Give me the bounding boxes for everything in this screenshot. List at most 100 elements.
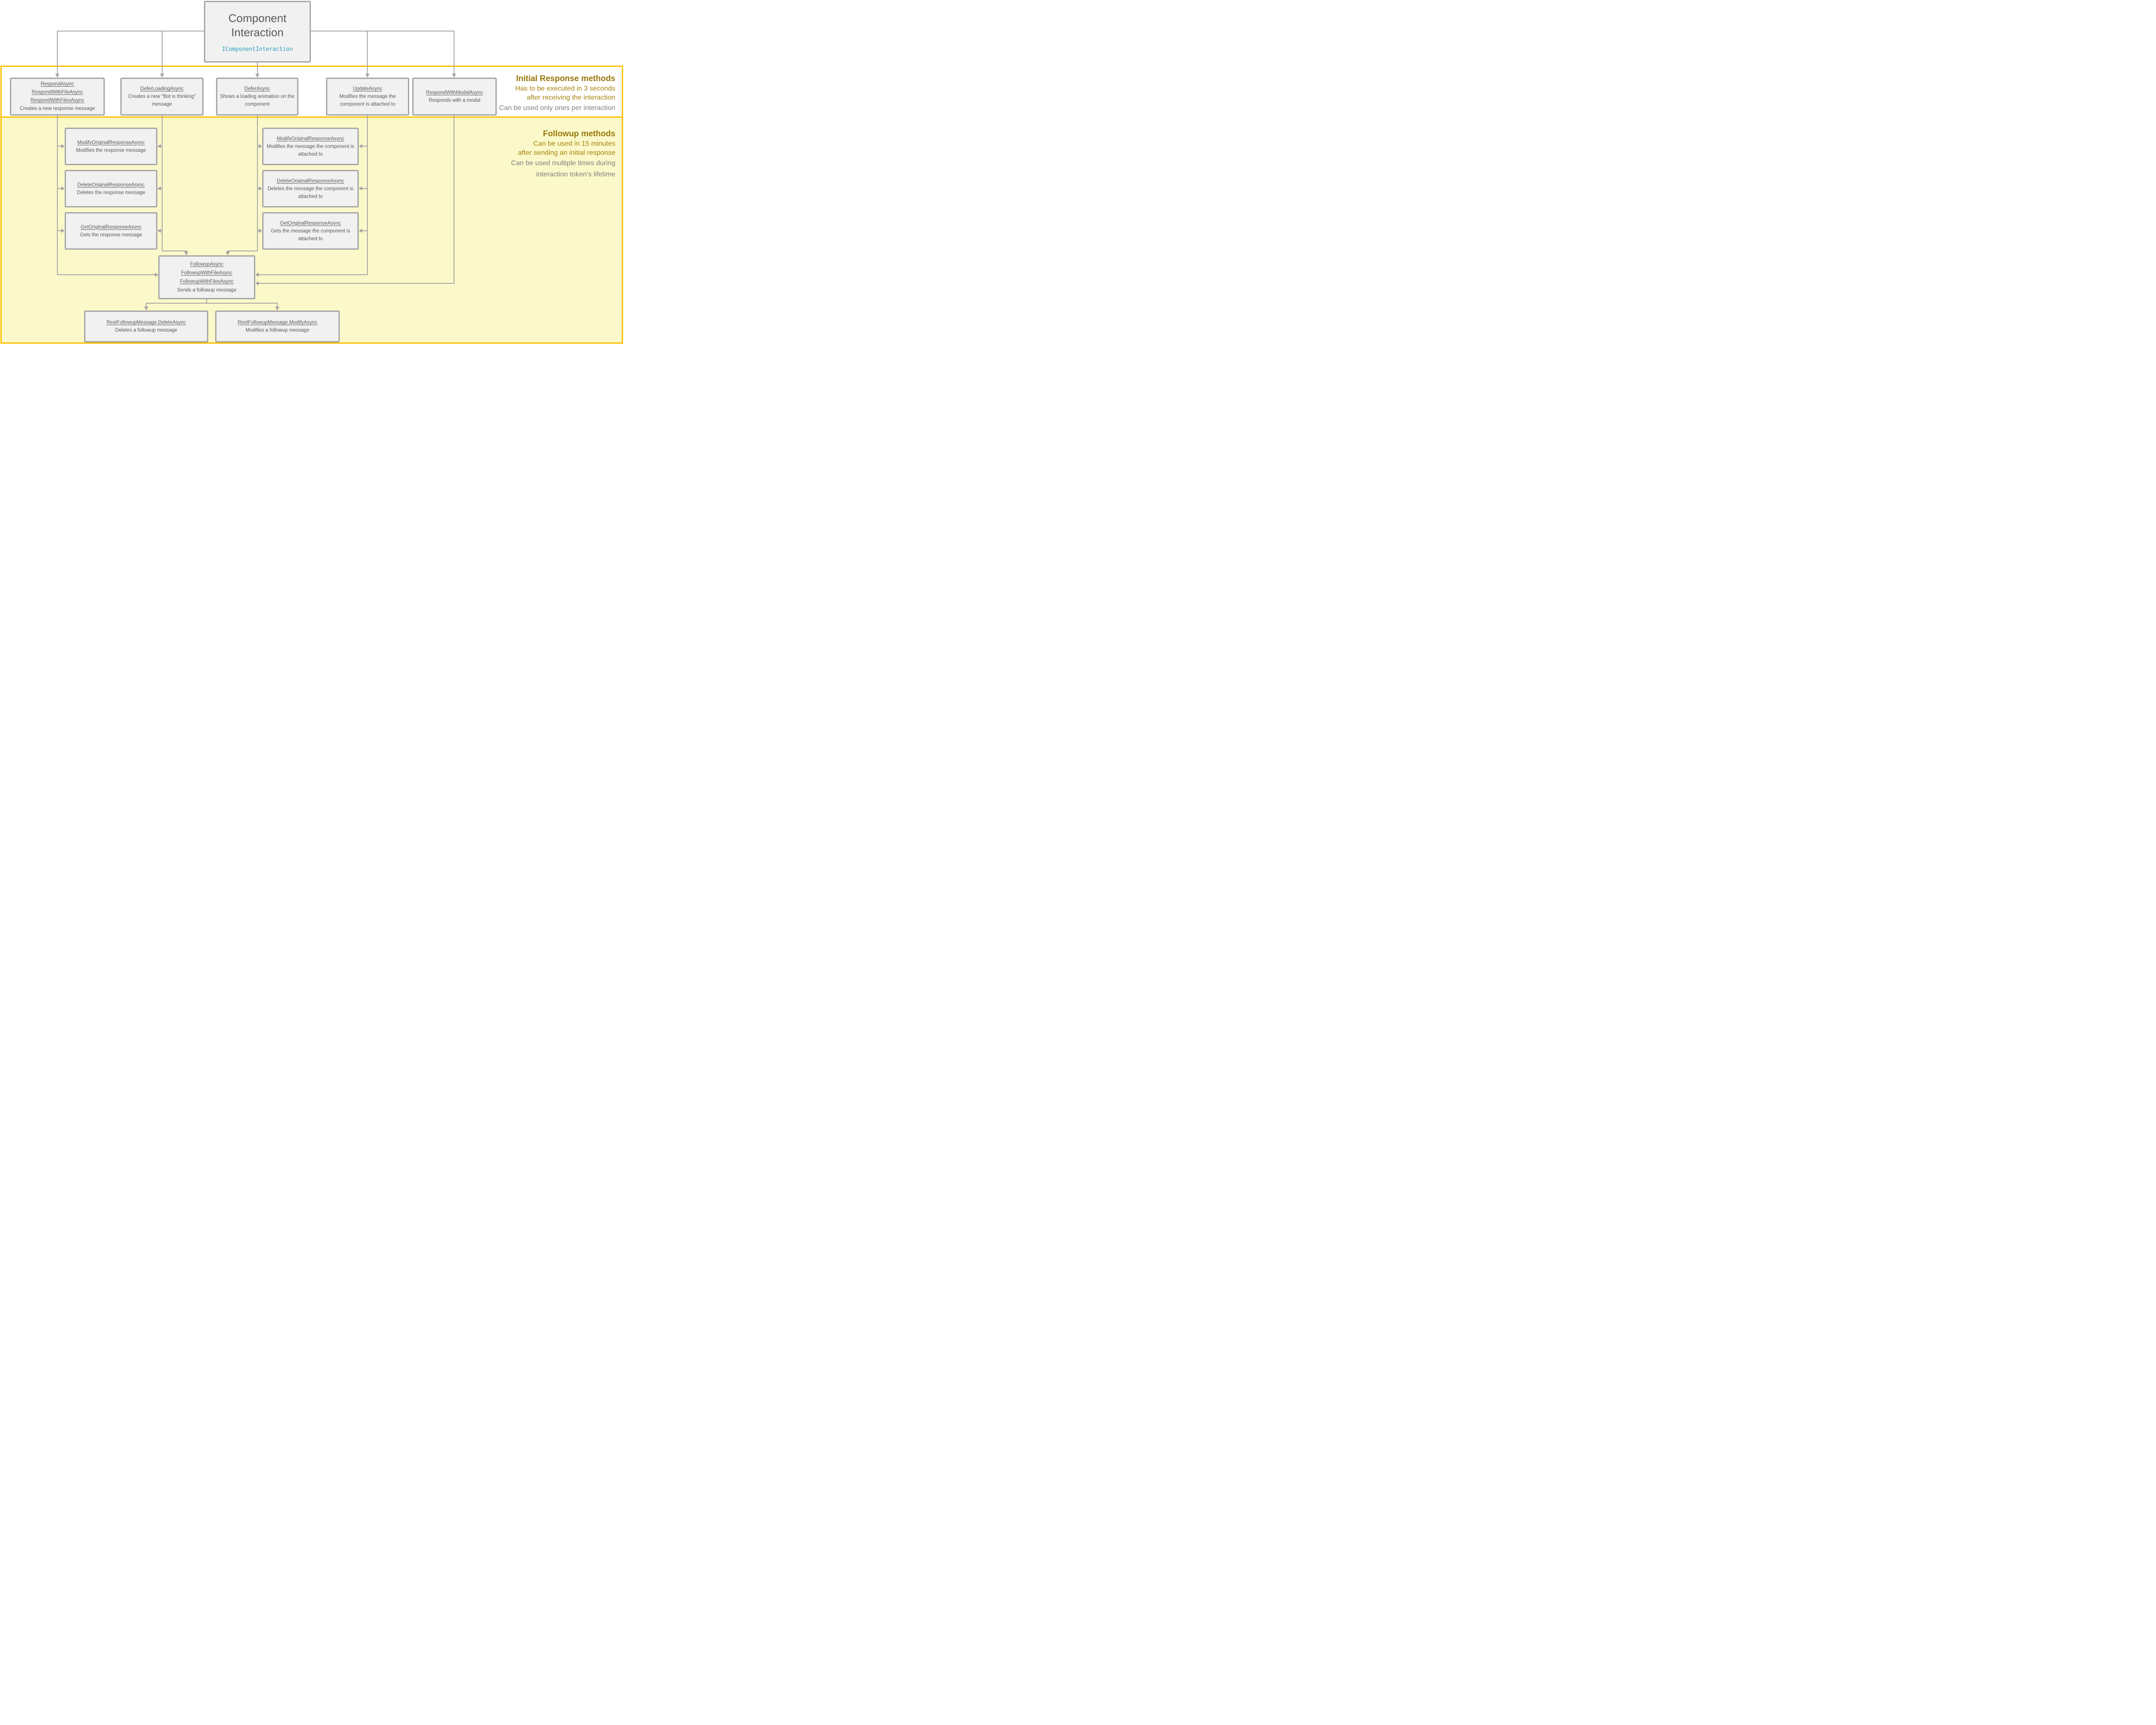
- arrowhead-into-modify-left: [61, 144, 65, 148]
- node-modify-original-response-mid: ModifyOriginalResponseAsync Modifies the…: [262, 128, 359, 165]
- initial-response-note-gray: Can be used only ones per interaction: [499, 104, 615, 112]
- connector-defer-branch2: [257, 188, 259, 189]
- connector-deferloading-branch1: [161, 146, 163, 147]
- arrowhead-into-delete-mid: [259, 186, 262, 191]
- method-label: RespondWithFileAsync: [31, 90, 83, 95]
- connector-drop-deferloading: [162, 31, 163, 74]
- node-defer-loading-async: DeferLoadingAsync Creates a new “Bot is …: [120, 78, 204, 116]
- arrowhead-into-modify-left-right: [157, 144, 161, 148]
- node-rest-followup-modify: RestFollowupMessage.ModifyAsync Modifies…: [215, 310, 340, 342]
- node-update-async: UpdateAsync Modifies the message the com…: [326, 78, 409, 116]
- followup-note-line1: Can be used in 15 minutes: [533, 140, 615, 147]
- connector-defer-line: [257, 116, 258, 251]
- node-description: Responds with a modal: [429, 98, 480, 103]
- node-delete-original-response-mid: DeleteOriginalResponseAsync Deletes the …: [262, 170, 359, 207]
- connector-respond-branch3: [57, 230, 62, 231]
- method-label: FollowupAsync: [190, 262, 224, 267]
- connector-split-right-drop: [277, 303, 278, 307]
- arrowhead-into-delete-left-right: [157, 186, 161, 191]
- arrowhead-into-get-mid-right: [359, 229, 362, 233]
- arrowhead-into-followup-top-right: [226, 251, 230, 255]
- connector-update-line: [367, 116, 368, 275]
- arrowhead-into-delete-left: [61, 186, 65, 191]
- method-label: RespondWithModalAsync: [426, 90, 483, 95]
- method-label: GetOriginalResponseAsync: [80, 224, 142, 230]
- connector-drop-update: [367, 31, 368, 74]
- arrowhead-into-followup-left: [155, 273, 158, 277]
- method-label: ModifyOriginalResponseAsync: [276, 136, 345, 141]
- arrowhead-into-get-mid: [259, 229, 262, 233]
- followup-note-gray-line1: Can be used multiple times during: [511, 160, 615, 167]
- arrowhead-into-followup-top-left: [184, 251, 188, 255]
- connector-defer-branch1: [257, 146, 259, 147]
- connector-deferloading-branch3: [161, 230, 163, 231]
- node-description: Sends a followup message: [177, 288, 237, 293]
- arrowhead-into-modify-mid-right: [359, 144, 362, 148]
- node-description: Creates a new “Bot is thinking” message: [128, 94, 196, 107]
- node-title: Component Interaction: [229, 11, 286, 40]
- diagram-canvas: Component Interaction IComponentInteract…: [0, 0, 624, 345]
- method-label: RestFollowupMessage.DeleteAsync: [106, 320, 186, 325]
- method-label: RespondAsync: [41, 82, 74, 87]
- initial-response-note-line1: Has to be executed in 3 seconds: [515, 85, 615, 92]
- node-get-original-response-left: GetOriginalResponseAsync Gets the respon…: [65, 212, 157, 250]
- arrowhead-into-modal: [452, 74, 456, 78]
- connector-respond-branch2: [57, 188, 62, 189]
- connector-modal-to-followup: [259, 283, 454, 284]
- arrowhead-into-followup-right-upper: [255, 273, 259, 277]
- method-label: UpdateAsync: [353, 86, 382, 91]
- node-defer-async: DeferAsync Shows a loading animation on …: [216, 78, 298, 116]
- connector-update-branch3: [362, 230, 367, 231]
- arrowhead-into-delete-mid-right: [359, 186, 362, 191]
- connector-respond-to-followup: [57, 274, 155, 275]
- node-respond-async: RespondAsync RespondWithFileAsync Respon…: [10, 78, 105, 116]
- connector-respond-branch1: [57, 146, 62, 147]
- method-label: FollowupWithFileAsync: [181, 270, 232, 276]
- connector-followup-split-bar: [146, 303, 278, 304]
- node-description: Gets the response message: [80, 232, 142, 238]
- node-followup-async: FollowupAsync FollowupWithFileAsync Foll…: [158, 255, 255, 299]
- node-description: Modifies a followup message: [245, 328, 310, 333]
- initial-response-note-line2: after receiving the interaction: [526, 94, 615, 101]
- connector-update-to-followup: [259, 274, 368, 275]
- node-title-line1: Component: [228, 11, 287, 25]
- initial-response-heading: Initial Response methods: [516, 74, 615, 83]
- node-description: Gets the message the component is attach…: [270, 228, 351, 242]
- connector-split-left-drop: [146, 303, 147, 307]
- arrowhead-into-deferloading: [160, 74, 164, 78]
- node-description: Deletes the response message: [77, 190, 145, 195]
- node-description: Deletes a followup message: [115, 328, 177, 333]
- node-modify-original-response-left: ModifyOriginalResponseAsync Modifies the…: [65, 128, 157, 165]
- node-description: Shows a loading animation on the compone…: [220, 94, 295, 107]
- node-description: Modifies the message the component is at…: [339, 94, 396, 107]
- arrowhead-into-update: [365, 74, 370, 78]
- node-description: Creates a new response message: [19, 106, 95, 111]
- node-respond-with-modal-async: RespondWithModalAsync Responds with a mo…: [412, 78, 497, 116]
- method-label: RestFollowupMessage.ModifyAsync: [238, 320, 317, 325]
- node-component-interaction: Component Interaction IComponentInteract…: [204, 1, 311, 63]
- node-title-line2: Interaction: [231, 25, 284, 39]
- node-description: Modifies the message the component is at…: [266, 144, 354, 157]
- arrowhead-into-defer: [255, 74, 260, 78]
- connector-defer-branch3: [257, 230, 259, 231]
- arrowhead-into-followup-right-lower: [255, 281, 259, 285]
- node-delete-original-response-left: DeleteOriginalResponseAsync Deletes the …: [65, 170, 157, 207]
- arrowhead-into-respond: [55, 74, 60, 78]
- followup-heading: Followup methods: [543, 129, 615, 138]
- method-label: ModifyOriginalResponseAsync: [77, 140, 145, 145]
- arrowhead-into-modify-mid: [259, 144, 262, 148]
- initial-response-legend: Initial Response methods Has to be execu…: [499, 73, 615, 113]
- method-label: RespondWithFilesAsync: [30, 98, 85, 103]
- method-label: DeferAsync: [244, 86, 270, 91]
- connector-drop-respond: [57, 31, 58, 74]
- arrowhead-into-rest-modify: [275, 307, 279, 310]
- method-label: DeferLoadingAsync: [140, 86, 184, 91]
- node-rest-followup-delete: RestFollowupMessage.DeleteAsync Deletes …: [84, 310, 208, 342]
- connector-update-branch1: [362, 146, 367, 147]
- arrowhead-into-get-left: [61, 229, 65, 233]
- interface-name: IComponentInteraction: [222, 46, 293, 53]
- method-label: DeleteOriginalResponseAsync: [277, 178, 344, 184]
- node-get-original-response-mid: GetOriginalResponseAsync Gets the messag…: [262, 212, 359, 250]
- arrowhead-into-rest-delete: [144, 307, 148, 310]
- connector-deferloading-branch2: [161, 188, 163, 189]
